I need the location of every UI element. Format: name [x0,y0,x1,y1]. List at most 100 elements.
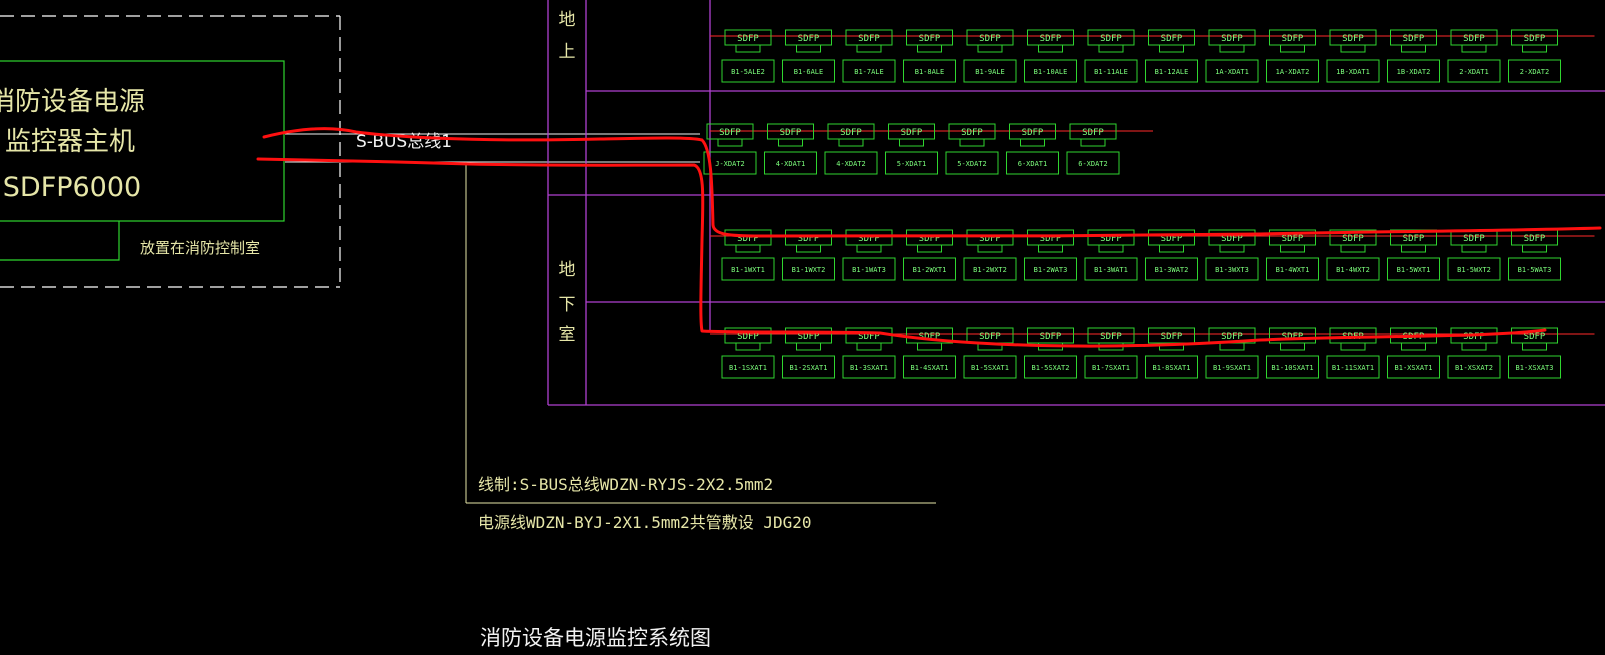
sdfp-module: SDFP6-XDAT2 [1066,123,1120,175]
module-body-box [1145,257,1198,281]
module-tag-box [706,123,754,140]
module-connector [1340,343,1366,351]
module-connector [1280,45,1305,53]
module-circuit-label: B1-5ALE2 [731,68,765,76]
module-tag-box [948,123,996,140]
module-body-box [1447,257,1501,281]
module-circuit-label: 2-XDAT2 [1520,68,1550,76]
module-type-label: SDFP [1100,332,1122,342]
module-connector [1340,245,1366,253]
module-type-label: SDFP [1221,34,1243,44]
module-type-label: SDFP [961,128,983,138]
module-body-box [963,355,1017,379]
module-tag-box [1148,327,1195,344]
module-connector [1522,343,1547,351]
module-circuit-label: 4-XDAT1 [776,160,806,168]
module-circuit-label: B1-10ALE [1034,68,1068,76]
module-connector [1461,45,1487,53]
module-connector [917,245,942,253]
module-type-label: SDFP [1282,332,1304,342]
hand-drawn-bus-route [256,127,1602,348]
module-tag-box [785,327,832,344]
module-type-label: SDFP [798,332,820,342]
module-tag-box [888,123,935,140]
wiring-leader [465,162,936,504]
module-type-label: SDFP [1161,332,1183,342]
module-type-label: SDFP [979,34,1001,44]
module-circuit-label: B1-5SXAT1 [971,364,1009,372]
module-circuit-label: B1-1WAT3 [852,266,886,274]
module-type-label: SDFP [780,128,802,138]
sdfp-module: SDFP B1-5SXAT1 [963,327,1017,379]
module-type-label: SDFP [737,332,759,342]
module-type-label: SDFP [1463,234,1485,244]
sdfp-module: SDFP B1-5WXT2 [1447,229,1501,281]
module-circuit-label: B1-XSXAT1 [1395,364,1433,372]
module-circuit-label: B1-3SXAT1 [850,364,888,372]
module-type-label: SDFP [1403,234,1425,244]
module-body-box [842,355,896,379]
module-circuit-label: 1B-XDAT1 [1336,68,1370,76]
module-circuit-label: B1-3WAT2 [1155,266,1189,274]
sdfp-module: SDFP6-XDAT1 [1006,123,1059,175]
module-type-label: SDFP [1524,234,1546,244]
module-connector [1461,343,1487,351]
module-tag-box [1511,29,1558,46]
module-tag-box [845,29,893,46]
host-location-label: 放置在消防控制室 [140,239,260,257]
module-type-label: SDFP [979,332,1001,342]
module-circuit-label: 2-XDAT1 [1459,68,1489,76]
module-body-box [782,59,835,83]
module-circuit-label: B1-4SXAT1 [911,364,949,372]
module-tag-box [1511,327,1558,344]
module-connector [1219,343,1245,351]
module-type-label: SDFP [1524,332,1546,342]
module-tag-box [1027,229,1074,246]
module-circuit-label: B1-11SXAT1 [1332,364,1374,372]
module-body-box [1205,257,1259,281]
module-type-label: SDFP [1342,34,1364,44]
module-connector [796,245,821,253]
module-connector [735,343,761,351]
module-tag-box [1087,29,1135,46]
module-connector [1522,245,1547,253]
module-body-box [903,59,956,83]
module-body-box [1006,151,1059,175]
module-connector [856,45,882,53]
module-tag-box [1269,327,1316,344]
module-type-label: SDFP [858,332,880,342]
module-circuit-label: B1-5WXT1 [1397,266,1431,274]
module-type-label: SDFP [1100,34,1122,44]
module-body-box [1084,257,1138,281]
module-type-label: SDFP [1161,34,1183,44]
module-circuit-label: B1-9ALE [975,68,1005,76]
module-circuit-label: B1-4WXT1 [1276,266,1310,274]
module-circuit-label: 6-XDAT1 [1018,160,1048,168]
module-tag-box [767,123,814,140]
module-tag-box [1027,327,1074,344]
module-type-label: SDFP [1342,234,1364,244]
module-tag-box [1390,29,1437,46]
module-tag-box [1269,29,1316,46]
module-tag-box [1148,229,1195,246]
host-location-leader [0,221,120,261]
module-circuit-label: B1-7ALE [854,68,884,76]
module-body-box [721,355,775,379]
module-tag-box [1269,229,1316,246]
module-circuit-label: B1-5WXT2 [1457,266,1491,274]
module-type-label: SDFP [719,128,741,138]
module-connector [1038,45,1063,53]
module-tag-box [1069,123,1117,140]
